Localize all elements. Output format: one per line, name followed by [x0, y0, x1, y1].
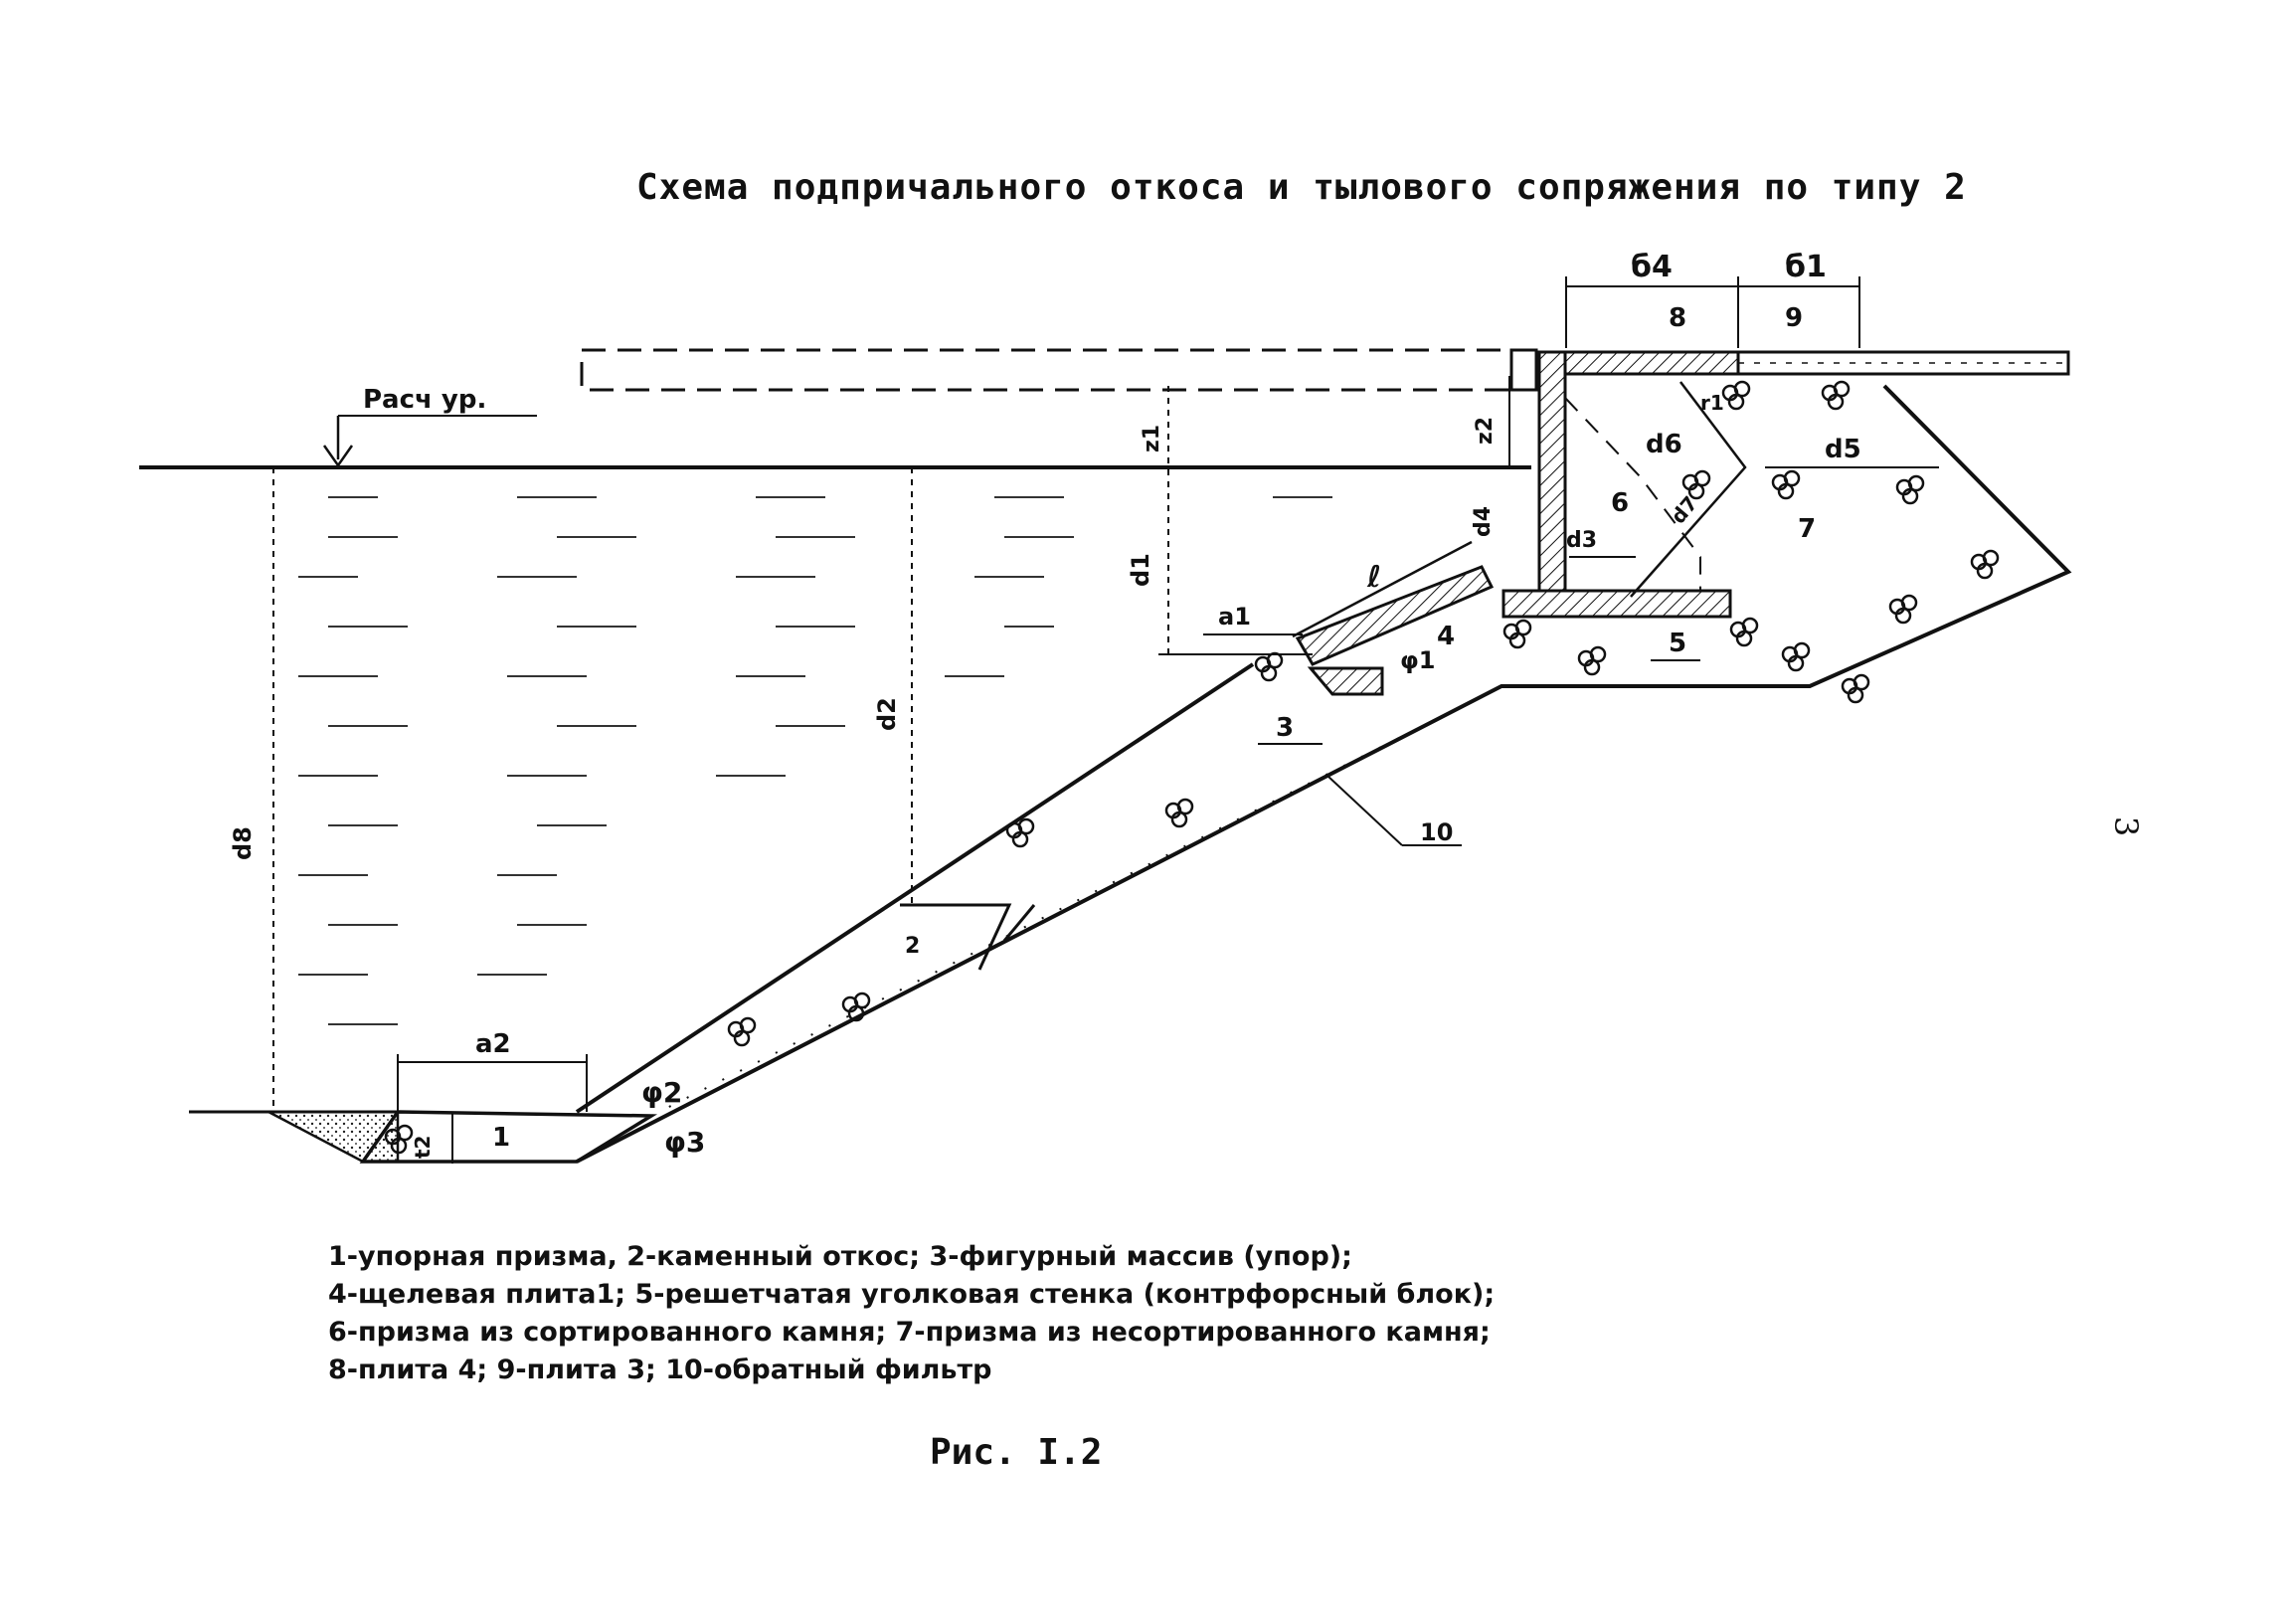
stone-slope	[575, 651, 1284, 1114]
dim-d3: d3	[1566, 528, 1597, 553]
callout-6: 6	[1611, 488, 1629, 518]
legend: 1-упорная призма, 2-каменный откос; 3-фи…	[328, 1238, 1720, 1389]
dim-d4: d4	[1471, 506, 1496, 537]
dim-d5: d5	[1825, 435, 1861, 464]
dim-d6: d6	[1646, 430, 1682, 459]
legend-line-1: 1-упорная призма, 2-каменный откос; 3-фи…	[328, 1241, 1352, 1272]
figure-caption: Рис. I.2	[930, 1432, 1103, 1473]
dim-d8: d8	[229, 826, 257, 860]
dim-b1: б1	[1785, 250, 1827, 284]
legend-line-3: 6-призма из сортированного камня; 7-приз…	[328, 1317, 1491, 1348]
dim-a1: a1	[1218, 603, 1251, 631]
page-number: 3	[2107, 815, 2146, 837]
callout-9: 9	[1785, 303, 1803, 333]
callout-10: 10	[1420, 818, 1453, 846]
dim-a2: a2	[475, 1029, 511, 1059]
angle-phi1: φ1	[1400, 646, 1435, 674]
callout-10-leader	[1326, 775, 1403, 846]
callout-8: 8	[1669, 303, 1686, 333]
retaining-wall	[1501, 348, 1732, 619]
legend-line-4: 8-плита 4; 9-плита 3; 10-обратный фильтр	[328, 1354, 992, 1385]
angle-phi3: φ3	[664, 1126, 705, 1159]
dim-r1: r1	[1700, 391, 1724, 415]
reverse-filter	[576, 384, 2072, 1164]
dashed-extension-outline	[580, 348, 1536, 392]
sorted-stone-prism	[1502, 380, 1811, 676]
dimension-lines	[272, 276, 1939, 1164]
dim-d2: d2	[873, 697, 901, 731]
water-level-label: Расч ур.	[363, 385, 486, 415]
dim-t2: t2	[411, 1136, 435, 1159]
water-level-line	[139, 415, 1531, 469]
callout-4: 4	[1437, 622, 1455, 651]
dim-d1: d1	[1127, 553, 1154, 587]
water-hatching	[298, 496, 1332, 1025]
dim-b4: б4	[1631, 250, 1673, 284]
slotted-slab	[1292, 540, 1495, 666]
callout-5: 5	[1669, 629, 1686, 658]
figure-block	[1307, 666, 1384, 696]
dim-z2: z2	[1473, 417, 1498, 445]
slab-9	[1736, 350, 2070, 376]
callout-3: 3	[1276, 713, 1294, 743]
dim-z1: z1	[1140, 425, 1164, 452]
angle-phi2: φ2	[641, 1076, 682, 1109]
slab-8	[1563, 350, 1740, 376]
drawing-title: Схема подпричального откоса и тылового с…	[636, 167, 1967, 208]
callout-2: 2	[905, 934, 920, 959]
callout-7: 7	[1798, 514, 1816, 544]
legend-line-2: 4-щелевая плита1; 5-решетчатая уголковая…	[328, 1279, 1496, 1310]
callout-1: 1	[492, 1123, 510, 1153]
dim-l: ℓ	[1366, 560, 1381, 595]
unsorted-stone-prism	[1821, 380, 2000, 704]
